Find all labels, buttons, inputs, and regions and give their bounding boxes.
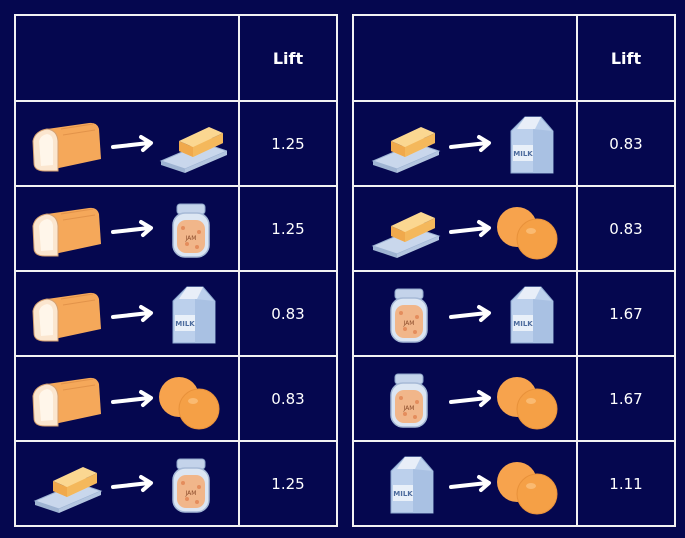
butter-icon xyxy=(159,126,227,173)
lift-value: 1.67 xyxy=(576,355,676,442)
svg-text:JAM: JAM xyxy=(185,490,197,497)
lift-value: 1.25 xyxy=(238,100,338,187)
jam-jar-icon: JAM xyxy=(172,203,210,258)
table-row: 1.25 xyxy=(14,100,338,187)
rule-cell: JAM MILK xyxy=(352,270,578,357)
lift-value: 1.67 xyxy=(576,270,676,357)
eggs-icon xyxy=(497,206,558,259)
milk-carton-icon: MILK xyxy=(172,286,216,343)
eggs-icon xyxy=(159,376,220,429)
association-rule-graphic: MILK xyxy=(32,286,216,343)
butter-icon xyxy=(371,126,441,173)
lift-header: Lift xyxy=(576,14,676,102)
arrow-right-icon xyxy=(449,389,491,407)
rule-header xyxy=(352,14,578,102)
butter-icon xyxy=(33,466,103,513)
association-rule-graphic xyxy=(32,376,220,429)
arrow-right-icon xyxy=(111,219,153,237)
bread-icon xyxy=(32,377,101,426)
eggs-icon xyxy=(497,461,558,514)
arrow-right-icon xyxy=(449,219,491,237)
svg-text:MILK: MILK xyxy=(175,320,195,328)
jam-jar-icon: JAM xyxy=(172,458,210,513)
lift-value: 1.11 xyxy=(576,440,676,527)
header-row: Lift xyxy=(14,14,338,102)
bread-icon xyxy=(32,292,101,341)
lift-table-right: Lift MILK 0.83 0.83 J xyxy=(352,14,676,527)
table-row: MILK 0.83 xyxy=(14,270,338,357)
rule-cell: MILK xyxy=(352,440,578,527)
rule-cell: MILK xyxy=(14,270,240,357)
arrow-right-icon xyxy=(449,304,491,322)
eggs-icon xyxy=(497,376,558,429)
jam-jar-icon: JAM xyxy=(390,373,428,428)
arrow-right-icon xyxy=(111,474,153,492)
arrow-right-icon xyxy=(111,389,153,407)
svg-text:JAM: JAM xyxy=(185,235,197,242)
table-row: JAM 1.25 xyxy=(14,440,338,527)
lift-value: 0.83 xyxy=(238,270,338,357)
association-rule-graphic: MILK xyxy=(390,456,558,514)
svg-text:JAM: JAM xyxy=(403,405,415,412)
table-row: MILK 0.83 xyxy=(352,100,676,187)
rule-cell: JAM xyxy=(14,440,240,527)
rule-cell: JAM xyxy=(14,185,240,272)
rule-cell xyxy=(14,100,240,187)
association-rule-graphic xyxy=(32,122,227,173)
lift-table-left: Lift 1.25 JAM 1.25 xyxy=(14,14,338,527)
lift-header: Lift xyxy=(238,14,338,102)
lift-value: 1.25 xyxy=(238,185,338,272)
rule-header xyxy=(14,14,240,102)
svg-text:MILK: MILK xyxy=(513,320,533,328)
jam-jar-icon: JAM xyxy=(390,288,428,343)
table-row: 0.83 xyxy=(352,185,676,272)
bread-icon xyxy=(32,207,101,256)
lift-value: 0.83 xyxy=(576,100,676,187)
table-row: MILK 1.11 xyxy=(352,440,676,527)
association-rule-graphic: JAM xyxy=(33,458,210,513)
arrow-right-icon xyxy=(449,134,491,152)
association-rule-graphic: JAM MILK xyxy=(390,286,554,343)
association-rule-graphic xyxy=(371,206,558,259)
rule-cell xyxy=(14,355,240,442)
table-row: JAM MILK 1.67 xyxy=(352,270,676,357)
butter-icon xyxy=(371,211,441,258)
association-rule-graphic: JAM xyxy=(390,373,558,429)
table-row: 0.83 xyxy=(14,355,338,442)
rule-cell: JAM xyxy=(352,355,578,442)
milk-carton-icon: MILK xyxy=(510,116,554,173)
table-row: JAM 1.25 xyxy=(14,185,338,272)
lift-value: 1.25 xyxy=(238,440,338,527)
svg-text:MILK: MILK xyxy=(513,150,533,158)
association-rule-graphic: MILK xyxy=(371,116,554,173)
arrow-right-icon xyxy=(111,134,153,152)
rule-cell xyxy=(352,185,578,272)
milk-carton-icon: MILK xyxy=(390,456,434,513)
milk-carton-icon: MILK xyxy=(510,286,554,343)
svg-text:JAM: JAM xyxy=(403,320,415,327)
association-rule-graphic: JAM xyxy=(32,203,210,258)
arrow-right-icon xyxy=(449,474,491,492)
svg-text:MILK: MILK xyxy=(393,490,413,498)
table-row: JAM 1.67 xyxy=(352,355,676,442)
lift-value: 0.83 xyxy=(238,355,338,442)
arrow-right-icon xyxy=(111,304,153,322)
header-row: Lift xyxy=(352,14,676,102)
bread-icon xyxy=(32,122,101,171)
rule-cell: MILK xyxy=(352,100,578,187)
lift-value: 0.83 xyxy=(576,185,676,272)
